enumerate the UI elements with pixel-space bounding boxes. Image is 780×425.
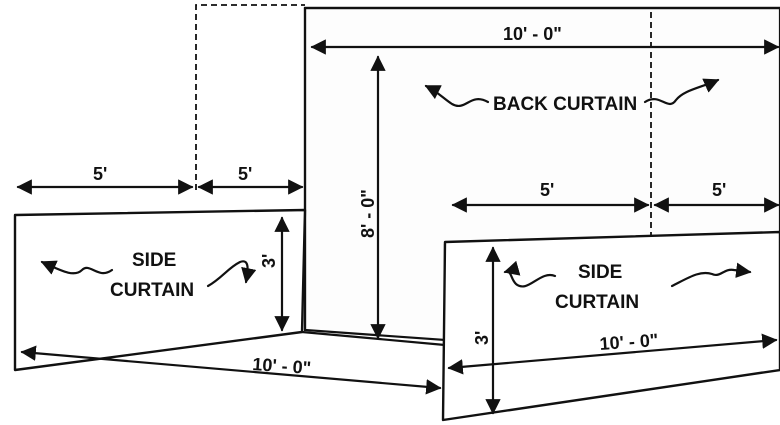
leader-arrows [40, 78, 752, 288]
back-curtain-panel [303, 6, 780, 342]
left-length-dimension: 10' - 0" [252, 354, 312, 378]
right-offset-b-dimension: 5' [712, 180, 726, 200]
right-height-dimension: 3' [472, 331, 492, 345]
left-side-label: SIDE [132, 250, 176, 271]
right-offset-a-dimension: 5' [540, 180, 554, 200]
right-side-label: SIDE [578, 262, 622, 283]
right-length-dimension: 10' - 0" [599, 330, 659, 354]
left-curtain-label: CURTAIN [110, 280, 194, 301]
right-curtain-label: CURTAIN [555, 292, 639, 313]
dashed-reference-lines [195, 4, 652, 235]
left-height-dimension: 3' [259, 254, 279, 268]
left-offset-b-dimension: 5' [238, 164, 252, 184]
back-curtain-label: BACK CURTAIN [493, 94, 637, 115]
dimension-lines [16, 39, 780, 415]
back-width-dimension: 10' - 0" [503, 24, 562, 44]
left-offset-a-dimension: 5' [93, 164, 107, 184]
back-height-dimension: 8' - 0" [358, 189, 378, 238]
